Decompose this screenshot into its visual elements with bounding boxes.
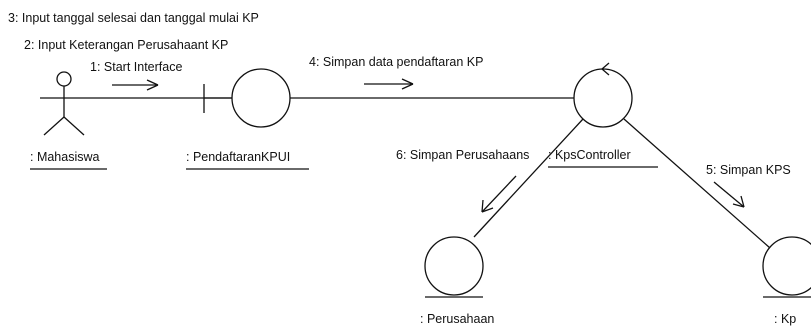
message-1-label: 1: Start Interface — [90, 60, 182, 74]
boundary-circle — [231, 68, 291, 128]
message-2-label: 2: Input Keterangan Perusahaant KP — [24, 38, 228, 52]
actor-head — [56, 71, 72, 87]
link-controller-kp — [623, 118, 771, 249]
boundary-name-label: : PendaftaranKPUI — [186, 150, 290, 164]
message-4-arrow — [364, 78, 414, 90]
link-controller-perusahaan — [473, 118, 584, 238]
entity-circle — [762, 236, 811, 296]
entity-circle — [424, 236, 484, 296]
actor-right-leg — [63, 116, 85, 136]
actor-left-leg — [43, 116, 65, 136]
message-5-arrow — [713, 181, 745, 208]
control-kpscontroller[interactable] — [573, 62, 633, 128]
entity1-name-label: : Perusahaan — [420, 312, 494, 326]
controller-name-label: : KpsController — [548, 148, 631, 162]
entity-perusahaan[interactable] — [424, 236, 484, 298]
control-arrowhead-lower — [601, 68, 610, 76]
message-4-label: 4: Simpan data pendaftaran KP — [309, 55, 483, 69]
message-5-label: 5: Simpan KPS — [706, 163, 791, 177]
entity-kp[interactable] — [762, 236, 811, 298]
control-circle — [573, 68, 633, 128]
message-6-arrow — [481, 175, 517, 213]
entity2-name-label: : Kp — [774, 312, 796, 326]
message-3-label: 3: Input tanggal selesai dan tanggal mul… — [8, 11, 259, 25]
actor-mahasiswa[interactable] — [40, 71, 88, 136]
boundary-pendaftarankpui[interactable] — [203, 68, 291, 128]
control-arrowhead-upper — [601, 62, 610, 70]
message-6-label: 6: Simpan Perusahaans — [396, 148, 529, 162]
actor-name-label: : Mahasiswa — [30, 150, 100, 164]
message-1-arrow — [112, 79, 159, 91]
